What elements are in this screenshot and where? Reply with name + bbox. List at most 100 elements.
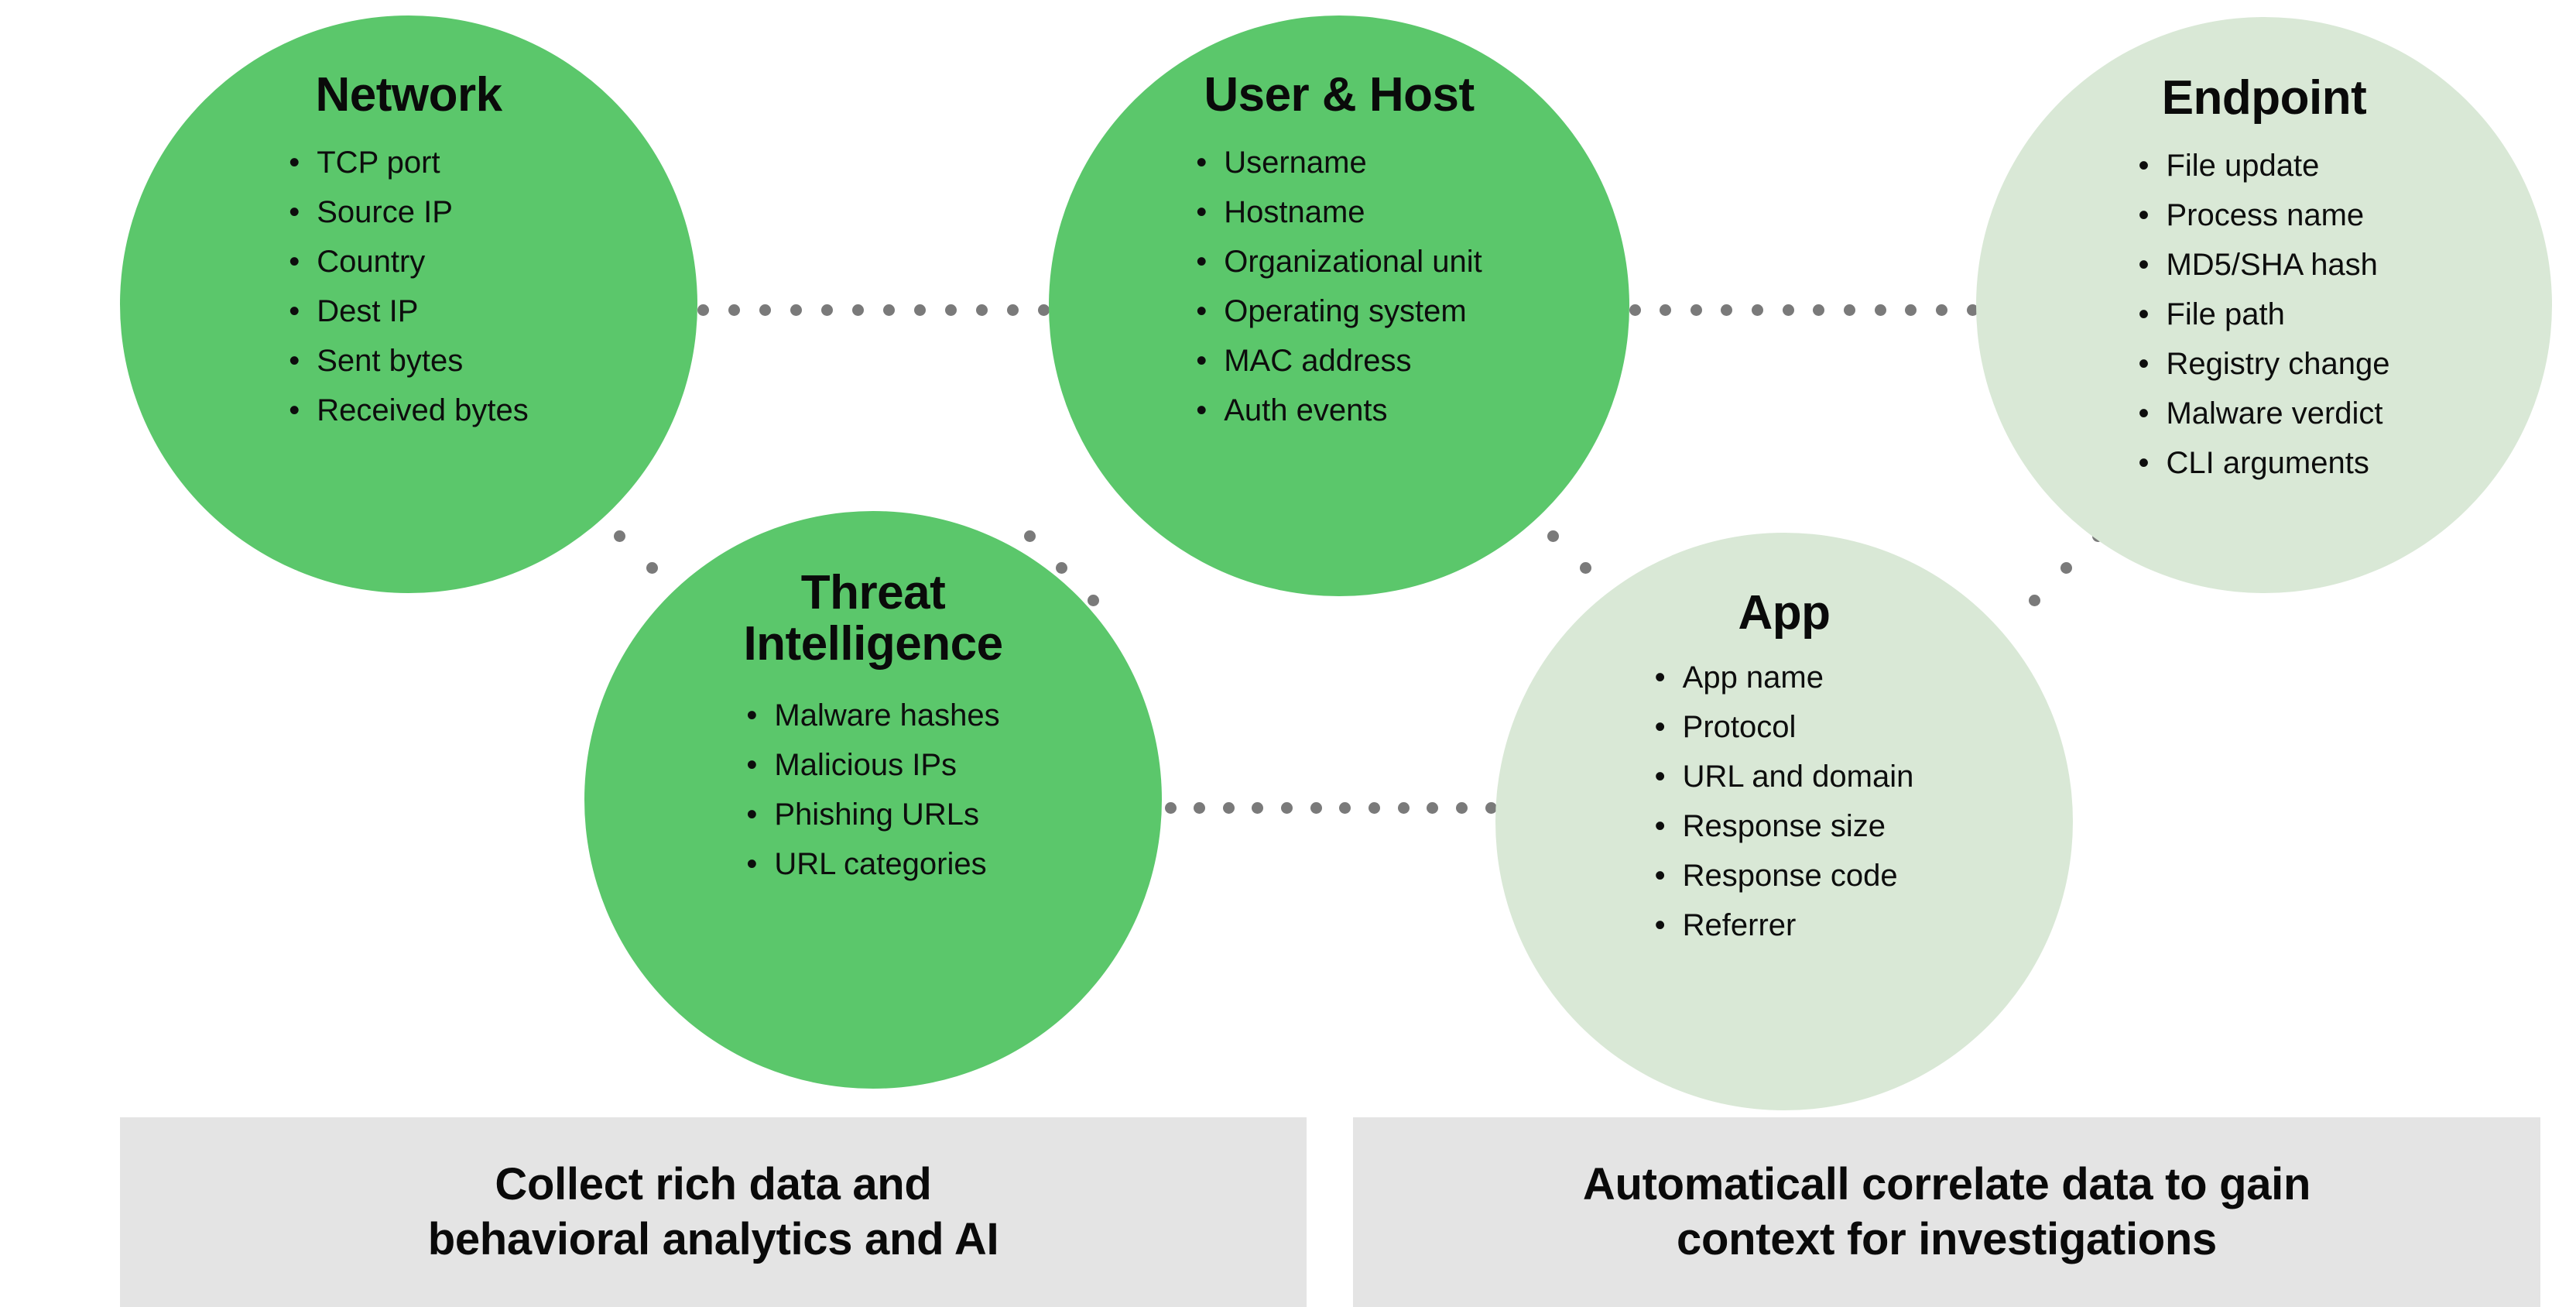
list-item: •URL and domain: [1655, 752, 1914, 801]
connector-dot: [1660, 304, 1672, 316]
connector-dot: [1252, 801, 1264, 814]
bullet-icon: •: [1196, 194, 1208, 229]
bullet-icon: •: [1654, 907, 1666, 942]
caption-collect-text: Collect rich data and behavioral analyti…: [427, 1158, 999, 1264]
list-item-label: URL categories: [774, 847, 987, 882]
list-item: •CLI arguments: [2138, 438, 2389, 488]
node-endpoint[interactable]: Endpoint •File update•Process name•MD5/S…: [1976, 17, 2552, 593]
connector-dot: [1813, 304, 1825, 316]
list-item: •Sent bytes: [289, 336, 528, 386]
connector-dot: [913, 304, 926, 316]
list-item: •Auth events: [1196, 386, 1482, 435]
connector-dot: [646, 562, 658, 574]
connector-dot: [1055, 562, 1067, 574]
list-item-label: Phishing URLs: [774, 798, 979, 832]
bullet-icon: •: [2138, 346, 2150, 381]
list-item: • File path: [2138, 290, 2389, 339]
bullet-icon: •: [2138, 396, 2150, 431]
bullet-icon: •: [1654, 808, 1666, 843]
caption-bar-correlate: Automaticall correlate data to gain cont…: [1353, 1117, 2540, 1307]
node-network-title: Network: [315, 68, 502, 122]
connector-dot: [1843, 304, 1855, 316]
bullet-icon: •: [1654, 709, 1666, 744]
list-item: • Received bytes: [289, 386, 528, 435]
node-network[interactable]: Network •TCP port•Source IP•Country•Dest…: [120, 15, 697, 593]
connector-dot: [1310, 801, 1322, 814]
connector-dot: [1087, 594, 1099, 606]
connector-dot: [1194, 801, 1206, 814]
bullet-icon: •: [746, 698, 758, 733]
bullet-icon: •: [746, 748, 758, 783]
bullet-icon: •: [2138, 148, 2150, 183]
caption-correlate-text: Automaticall correlate data to gain cont…: [1582, 1158, 2311, 1264]
caption-bar-collect: Collect rich data and behavioral analyti…: [120, 1117, 1307, 1307]
list-item-label: TCP port: [317, 145, 440, 180]
connector-dot: [1455, 801, 1468, 814]
node-threat-intelligence-title: Threat Intelligence: [743, 566, 1003, 671]
list-item: •URL categories: [746, 839, 999, 889]
node-app-title: App: [1738, 586, 1831, 640]
connector-dot: [2060, 562, 2072, 574]
list-item-label: Organizational unit: [1224, 244, 1482, 279]
connector-dot: [851, 304, 864, 316]
list-item: • Phishing URLs: [746, 790, 999, 839]
list-item-label: Received bytes: [317, 393, 529, 427]
list-item: •File update: [2138, 141, 2389, 190]
connector-dot: [759, 304, 771, 316]
list-item-label: CLI arguments: [2166, 445, 2369, 480]
list-item-label: Auth events: [1224, 393, 1388, 427]
connector-dot: [1485, 801, 1497, 814]
bullet-icon: •: [2138, 247, 2150, 282]
list-item: •Operating system: [1196, 286, 1482, 336]
list-item-label: App name: [1682, 660, 1824, 695]
node-threat-intelligence-list: • Malware hashes • Malicious IPs • Phishing U…: [746, 691, 999, 889]
connector-dot: [1023, 530, 1036, 542]
connector-dot: [975, 304, 988, 316]
list-item: •MAC address: [1196, 336, 1482, 386]
connector-dot: [1752, 304, 1764, 316]
list-item: •Country: [289, 237, 528, 286]
bullet-icon: •: [746, 798, 758, 832]
list-item-label: Referrer: [1682, 907, 1797, 942]
bullet-icon: •: [289, 393, 300, 427]
connector-dot: [613, 530, 625, 542]
connector-dot: [944, 304, 957, 316]
list-item: •TCP port: [289, 138, 528, 187]
list-item: •Process name: [2138, 190, 2389, 240]
bullet-icon: •: [289, 244, 300, 279]
bullet-icon: •: [1654, 858, 1666, 893]
connector-dot: [1281, 801, 1293, 814]
connector-dot: [1690, 304, 1702, 316]
connector-dot: [1905, 304, 1917, 316]
connector-dot: [1164, 801, 1177, 814]
connector-dot: [1935, 304, 1947, 316]
connector-dot: [1629, 304, 1641, 316]
list-item: •Source IP: [289, 187, 528, 237]
list-item-label: File path: [2166, 297, 2285, 331]
connector-dot: [790, 304, 802, 316]
bullet-icon: •: [289, 343, 300, 378]
list-item-label: MD5/SHA hash: [2166, 247, 2378, 282]
list-item-label: Malicious IPs: [774, 748, 957, 783]
list-item: •Response size: [1655, 801, 1914, 851]
list-item: •Username: [1196, 138, 1482, 187]
connector-dot: [728, 304, 740, 316]
list-item-label: Hostname: [1224, 194, 1365, 229]
node-endpoint-title: Endpoint: [2161, 71, 2367, 125]
list-item-label: Operating system: [1224, 293, 1467, 328]
node-threat-intelligence[interactable]: Threat Intelligence • Malware hashes • Mali…: [584, 511, 1162, 1089]
list-item-label: Malware hashes: [774, 698, 1000, 733]
node-app[interactable]: App •App name•Protocol•URL and domain•Re…: [1495, 533, 2073, 1110]
connector-dot: [1721, 304, 1733, 316]
bullet-icon: •: [2138, 197, 2150, 232]
connector-dot: [697, 304, 709, 316]
bullet-icon: •: [2138, 297, 2150, 331]
list-item-label: Response code: [1682, 858, 1898, 893]
list-item: • Hostname: [1196, 187, 1482, 237]
node-user-host[interactable]: User & Host •Username•Hostname•Organizat…: [1049, 15, 1629, 596]
list-item-label: Malware verdict: [2166, 396, 2383, 431]
list-item: •Organizational unit: [1196, 237, 1482, 286]
bullet-icon: •: [1196, 343, 1208, 378]
connector-dot: [1222, 801, 1235, 814]
